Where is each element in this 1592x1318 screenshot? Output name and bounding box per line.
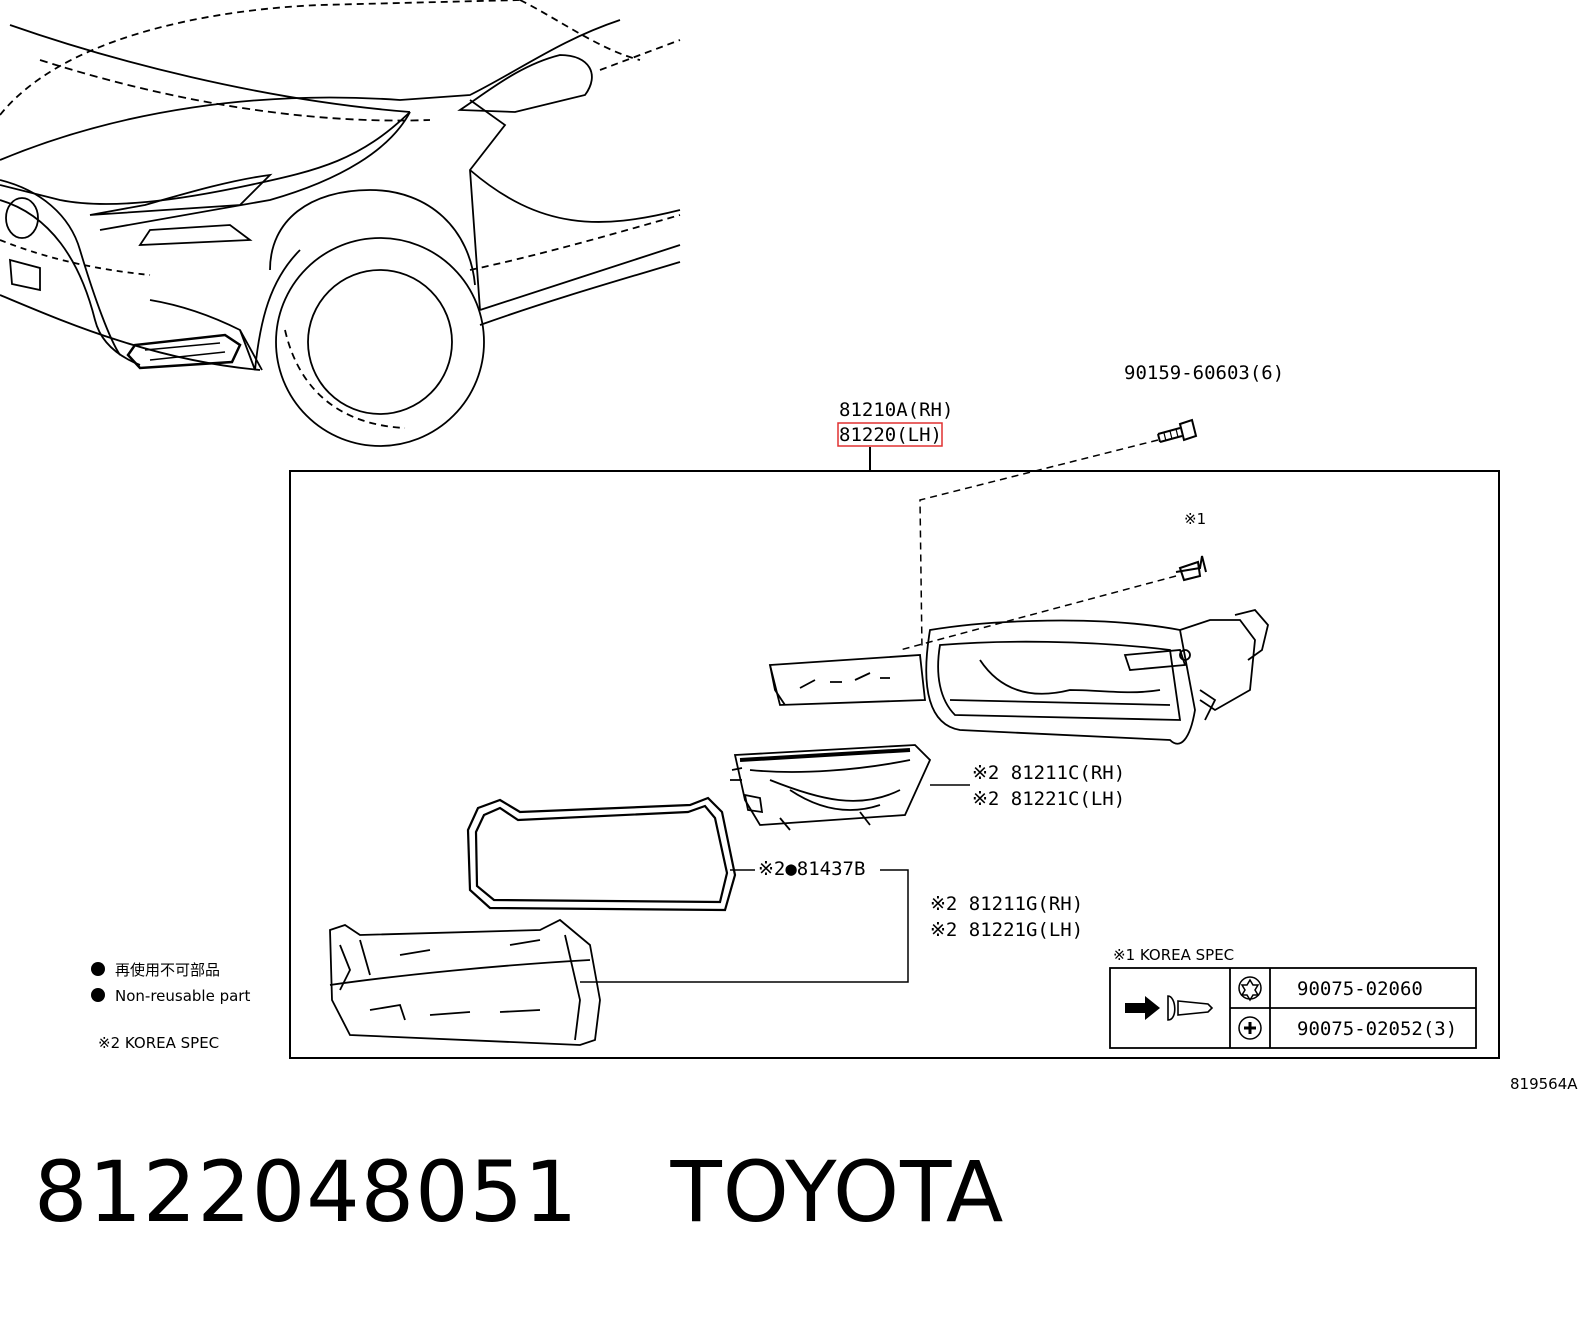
part-number: 8122048051 [34,1143,579,1241]
fog-lamp-housing [768,608,1269,745]
screw-direction-icon [1125,995,1214,1021]
screw-icon [1175,555,1207,582]
spec-part-2: 90075-02052(3) [1297,1018,1457,1040]
legend-jp: 再使用不可部品 [115,961,220,979]
phillips-head-icon [1238,1016,1262,1040]
gasket-label: ※2●81437B [758,858,865,880]
lens-rh-label: ※2 81211C(RH) [972,762,1125,784]
bolt-label: 90159-60603(6) [1124,362,1284,384]
spec-table [1109,967,1477,1049]
main-part-lh-label: 81220(LH) [839,424,942,446]
lens-assembly [730,744,932,831]
legend-en: Non-reusable part [115,987,250,1005]
gasket [466,796,737,912]
caption: 8122048051 TOYOTA [34,1142,1004,1242]
screw-mark: ※1 [1184,510,1206,528]
bezel-lh-label: ※2 81221G(LH) [930,919,1083,941]
vehicle-illustration [0,0,681,447]
lens-lh-label: ※2 81221C(LH) [972,788,1125,810]
main-part-lh-highlight [837,422,943,447]
bolt-icon [1157,418,1198,443]
bezel-rh-label: ※2 81211G(RH) [930,893,1083,915]
bolt-leader [919,439,1159,651]
non-reusable-dot [91,962,105,976]
torx-head-icon [1238,976,1262,1002]
bezel [329,918,601,1046]
korea-spec-1-note: ※1 KOREA SPEC [1113,946,1234,964]
parts-frame [289,470,1500,1059]
figure-id: 819564A [1510,1075,1578,1093]
main-part-rh-label: 81210A(RH) [839,399,953,421]
korea-spec-2-note: ※2 KOREA SPEC [98,1034,219,1052]
brand-name: TOYOTA [670,1143,1005,1241]
non-reusable-dot [91,988,105,1002]
spec-part-1: 90075-02060 [1297,978,1423,1000]
